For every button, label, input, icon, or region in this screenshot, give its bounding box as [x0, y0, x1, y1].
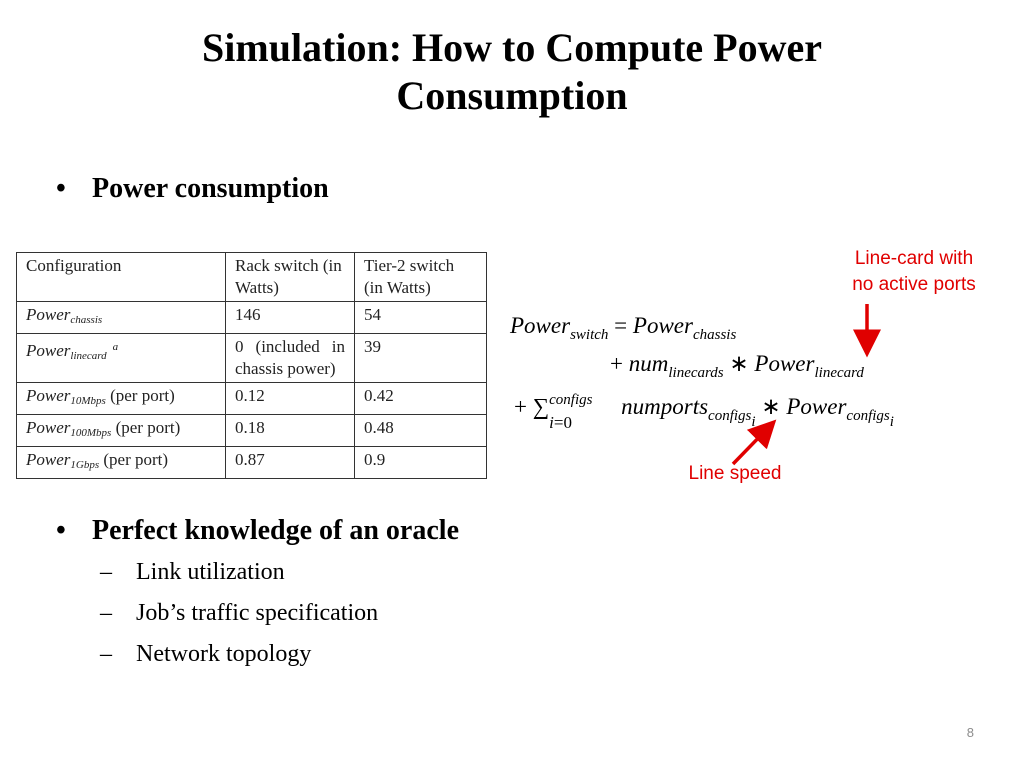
table-header-row: Configuration Rack switch (in Watts) Tie…: [16, 252, 487, 302]
table-row: Powerchassis 146 54: [16, 301, 487, 334]
dash-marker: –: [100, 559, 112, 585]
table-cell-tier2: 39: [354, 333, 487, 383]
dash-marker: –: [100, 641, 112, 667]
bullet-power-consumption: • Power consumption: [56, 172, 329, 206]
table-cell-rack: 146: [225, 301, 355, 334]
slide-title: Simulation: How to Compute Power Consump…: [0, 24, 1024, 120]
table-cell-rack: 0 (included in chassis power): [225, 333, 355, 383]
table-cell-config: Power10Mbps (per port): [16, 382, 226, 415]
table-cell-config: Power100Mbps (per port): [16, 414, 226, 447]
table-row: Power1Gbps (per port) 0.87 0.9: [16, 446, 487, 479]
table-cell-config: Power1Gbps (per port): [16, 446, 226, 479]
bullet-text: Perfect knowledge of an oracle: [92, 515, 459, 546]
table-cell-rack: 0.12: [225, 382, 355, 415]
table-header-cell: Configuration: [16, 252, 226, 302]
table-row: Powerlinecarda 0 (included in chassis po…: [16, 333, 487, 383]
table-cell-rack: 0.18: [225, 414, 355, 447]
formula-line-1: Powerswitch = Powerchassis: [510, 313, 737, 343]
bullet-text: Power consumption: [92, 173, 329, 204]
annotation-linecard: Line-card with no active ports: [852, 248, 976, 295]
title-line-1: Simulation: How to Compute Power: [202, 25, 822, 70]
bullet-oracle: • Perfect knowledge of an oracle: [56, 514, 459, 548]
formula-line-2: + numlinecards ∗ Powerlinecard: [610, 351, 864, 381]
table-cell-tier2: 54: [354, 301, 487, 334]
dash-marker: –: [100, 600, 112, 626]
list-item: – Link utilization: [100, 559, 285, 585]
annotation-line-speed: Line speed: [688, 463, 782, 484]
title-line-2: Consumption: [396, 73, 628, 118]
sigma-symbol: ∑: [532, 394, 550, 419]
table-row: Power10Mbps (per port) 0.12 0.42: [16, 382, 487, 415]
list-item: – Network topology: [100, 641, 312, 667]
table-cell-tier2: 0.48: [354, 414, 487, 447]
table-cell-rack: 0.87: [225, 446, 355, 479]
table-cell-config: Powerlinecarda: [16, 333, 226, 383]
table-row: Power100Mbps (per port) 0.18 0.48: [16, 414, 487, 447]
table-header-cell: Rack switch (in Watts): [225, 252, 355, 302]
list-item: – Job’s traffic specification: [100, 600, 379, 626]
bullet-dot: •: [56, 173, 66, 204]
table-header-cell: Tier-2 switch (in Watts): [354, 252, 487, 302]
bullet-dot: •: [56, 515, 66, 546]
power-table: Configuration Rack switch (in Watts) Tie…: [16, 252, 487, 479]
table-cell-tier2: 0.9: [354, 446, 487, 479]
sub-bullet-list: – Link utilization – Job’s traffic speci…: [100, 558, 378, 681]
table-cell-config: Powerchassis: [16, 301, 226, 334]
table-cell-tier2: 0.42: [354, 382, 487, 415]
page-number: 8: [966, 725, 974, 740]
